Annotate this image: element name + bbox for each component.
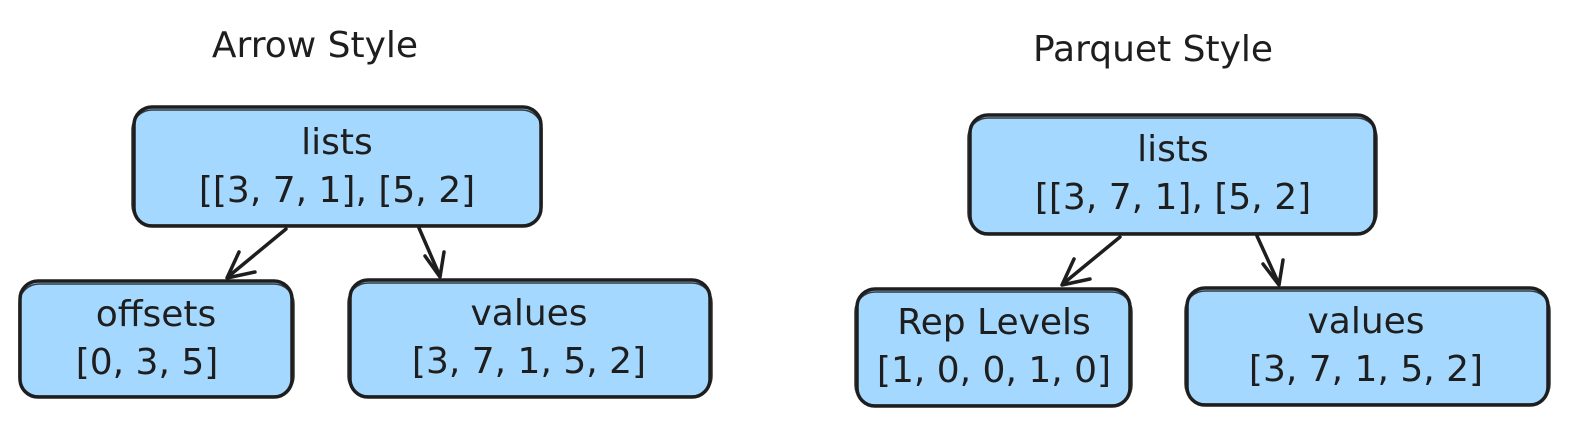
parquet-values-name: values xyxy=(1307,301,1424,342)
parquet-root-name: lists xyxy=(1137,129,1209,170)
arrow-style-title: Arrow Style xyxy=(212,25,418,66)
parquet-replevels-value: [1, 0, 0, 1, 0] xyxy=(877,350,1111,391)
parquet-style-title: Parquet Style xyxy=(1033,29,1273,70)
arrow-values-value: [3, 7, 1, 5, 2] xyxy=(412,341,646,382)
parquet-root-box: lists [[3, 7, 1], [5, 2] xyxy=(967,113,1378,236)
arrow-root-to-parquet-values xyxy=(1255,234,1285,287)
arrow-root-value: [[3, 7, 1], [5, 2] xyxy=(199,170,475,211)
parquet-values-box: values [3, 7, 1, 5, 2] xyxy=(1184,286,1551,407)
arrow-root-to-values xyxy=(417,226,446,279)
parquet-style-group: Parquet Style lists [[3, 7, 1], [5, 2] R… xyxy=(854,29,1551,408)
arrow-values-box: values [3, 7, 1, 5, 2] xyxy=(347,278,713,399)
arrow-style-group: Arrow Style lists [[3, 7, 1], [5, 2] off… xyxy=(18,25,713,399)
arrow-offsets-box: offsets [0, 3, 5] xyxy=(18,279,295,399)
parquet-root-value: [[3, 7, 1], [5, 2] xyxy=(1035,177,1311,218)
arrow-offsets-value: [0, 3, 5] xyxy=(76,342,219,383)
parquet-replevels-box: Rep Levels [1, 0, 0, 1, 0] xyxy=(854,287,1133,408)
arrow-values-name: values xyxy=(470,293,587,334)
parquet-replevels-name: Rep Levels xyxy=(897,302,1091,343)
arrow-root-name: lists xyxy=(301,122,373,163)
parquet-values-value: [3, 7, 1, 5, 2] xyxy=(1249,349,1483,390)
arrow-root-to-offsets xyxy=(225,227,288,280)
arrow-offsets-name: offsets xyxy=(96,294,217,335)
arrow-root-to-replevels xyxy=(1060,235,1122,287)
arrow-root-box: lists [[3, 7, 1], [5, 2] xyxy=(131,105,543,228)
